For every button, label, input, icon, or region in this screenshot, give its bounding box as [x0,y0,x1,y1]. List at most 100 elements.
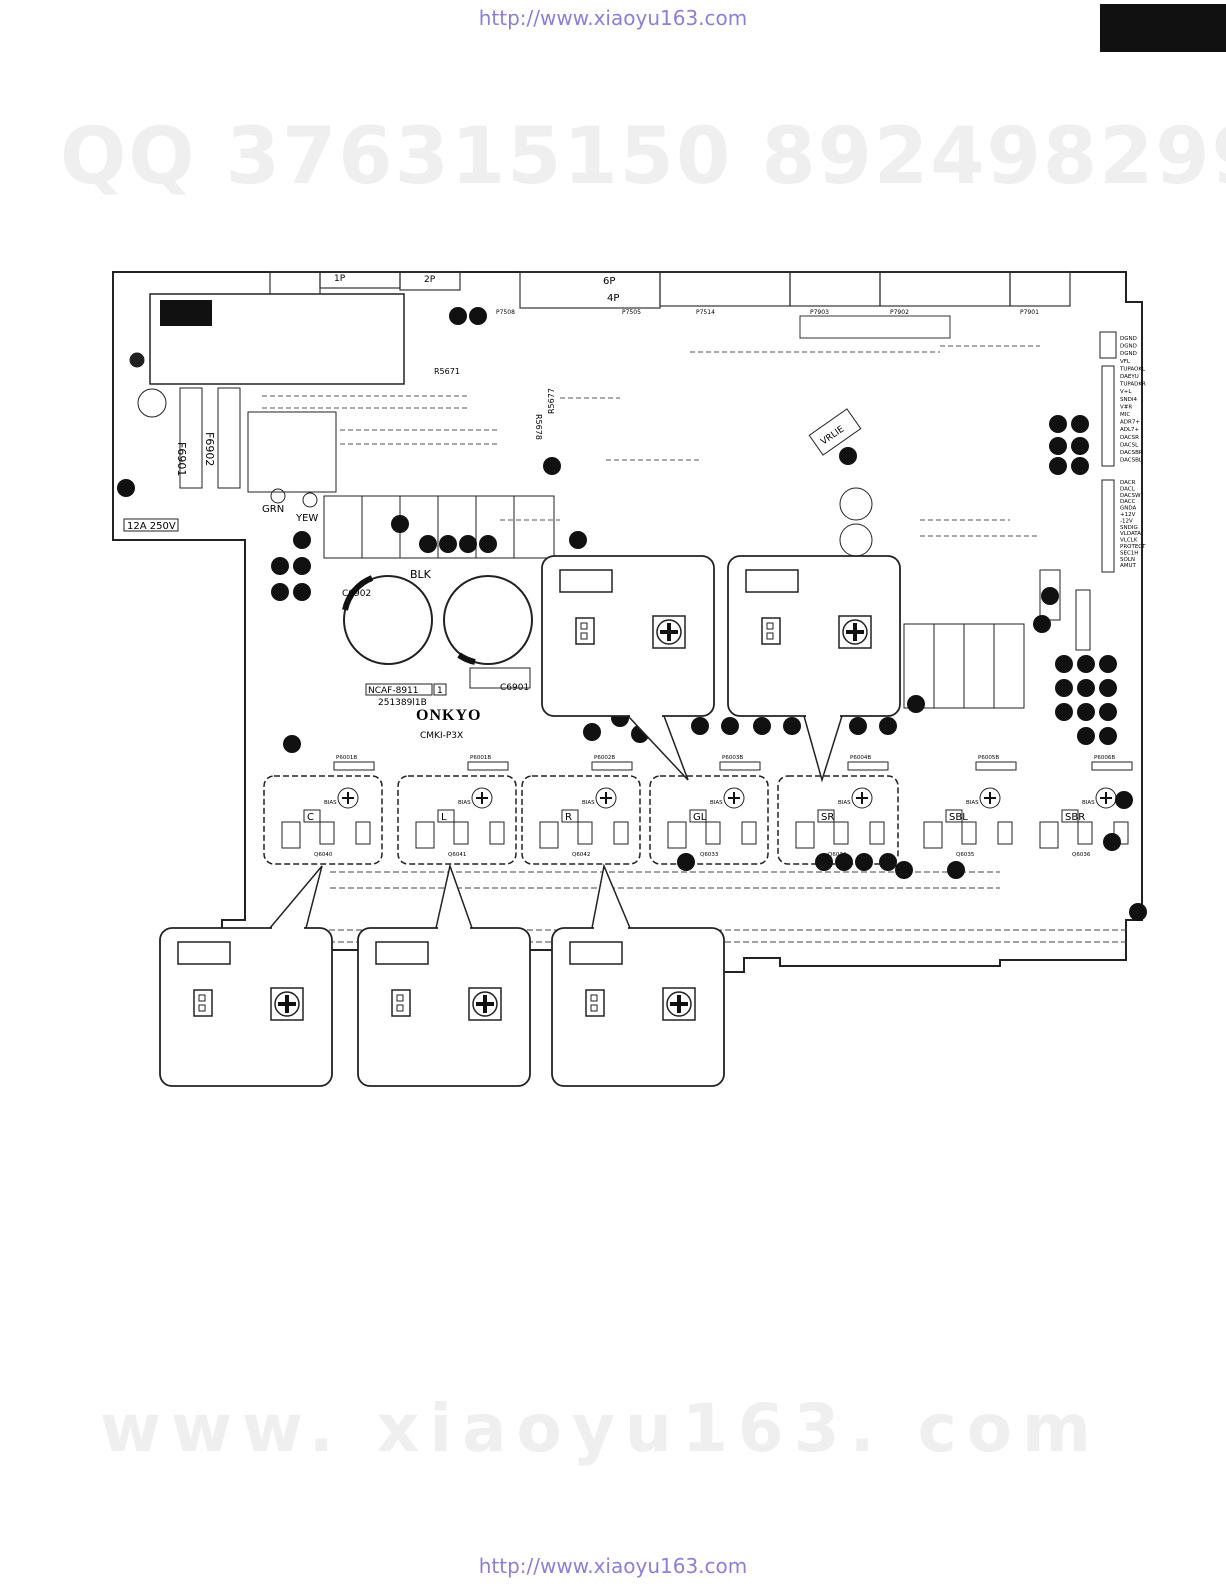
part-rev: 1 [437,686,443,696]
trimmer-icon [662,987,696,1021]
mounting-point [293,531,311,549]
mounting-point [479,535,497,553]
label-block [160,300,212,326]
mounting-point [895,861,913,879]
board-outline [112,271,1143,973]
header-pin-label: SNDI4 [1120,397,1137,403]
header-pin-label: VFL [1120,359,1131,365]
header-url[interactable]: http://www.xiaoyu163.com [478,6,748,30]
bias-label: BIAS [710,800,723,806]
header-pin-label: PROTECT [1120,544,1146,550]
mounting-point [783,717,801,735]
transistor-label: Q6042 [572,852,590,858]
board-id: CMKI-P3X [420,731,463,741]
connector-icon [585,989,605,1017]
resistor-r5677: R5677 [547,388,556,414]
mounting-point [1071,415,1089,433]
mounting-point [1071,437,1089,455]
callout-label-box [559,569,613,593]
connector-label-4p: 4P [607,293,619,304]
channel-label: L [441,812,447,823]
mounting-point [907,695,925,713]
bias-label: BIAS [1082,800,1095,806]
mounting-point [439,535,457,553]
callout-label-box [569,941,623,965]
wire-label-yew: YEW [295,513,318,524]
header-strip-2 [1101,479,1115,573]
header-pin-label: DACSW [1120,493,1141,499]
mounting-point [419,535,437,553]
header-pin-label: DACSR [1120,435,1139,441]
mounting-points [117,307,1147,921]
connector-p7505: P7505 [622,309,641,316]
channel-label: SBL [949,812,968,823]
header-pin-label: SNDIG [1120,525,1138,531]
header-strip-1 [1101,365,1115,467]
trimmer-icon [652,615,686,649]
site-watermark: www. xiaoyu163. com [100,1390,1101,1467]
channel-label: SR [821,812,834,823]
connector-p7903: P7903 [810,309,829,316]
mounting-point [1033,615,1051,633]
transistor-label: Q6034 [828,852,847,858]
header-pin-label: VLDATA [1120,531,1141,537]
bias-label: BIAS [324,800,337,806]
mounting-point [469,307,487,325]
mounting-point [1055,703,1073,721]
resistor-r5671: R5671 [434,367,460,376]
mounting-point [1077,655,1095,673]
module-part-label: P6002B [594,755,615,761]
callout-top-1 [541,555,715,781]
mounting-point [1099,703,1117,721]
header-pin-label: ADR7+ [1120,420,1140,426]
fuse-label-f6901: F6901 [175,442,188,476]
connector-p7901: P7901 [1020,309,1039,316]
header-pin-label: SEC1H [1120,550,1138,556]
header-pin-label: ADL7+ [1120,427,1140,433]
brand-logo: ONKYO [416,707,481,724]
mounting-point [117,479,135,497]
ic-label: VRLIE [819,424,846,447]
mounting-point [1103,833,1121,851]
mounting-point [569,531,587,549]
page-corner-tab [1100,4,1226,52]
callout-boxes [159,555,901,1087]
header-pin-labels-2: DACRDACLDACSWDACCGNDA+12V-12VSNDIGVLDATA… [1120,480,1146,569]
mounting-point [835,853,853,871]
mounting-point [543,457,561,475]
connector-icon [193,989,213,1017]
part-number: NCAF-8911 [368,686,419,696]
mounting-point [1049,415,1067,433]
transistor-label: Q6036 [1072,852,1091,858]
module-part-label: P6001B [336,755,357,761]
connector-p7514: P7514 [696,309,715,316]
mounting-point [1077,679,1095,697]
mounting-point [879,717,897,735]
resistor-r5678: R5678 [534,414,543,440]
header-pin-label: DACL [1120,486,1136,492]
connector-label-1p: 1P [334,274,346,284]
header-pin-label: MIC [1120,412,1130,418]
header-pin-label: DGND [1120,351,1137,357]
amplifier-channel-modules: P6001BCBIASQ6040P6001BLBIASQ6041P6002BRB… [263,755,1133,865]
channel-label: GL [693,812,707,823]
fuse-rating: 12A 250V [127,521,176,532]
mounting-point [1055,655,1073,673]
footer-url[interactable]: http://www.xiaoyu163.com [478,1554,748,1578]
connector-label-6p: 6P [603,276,615,287]
mounting-point [721,717,739,735]
mounting-point [849,717,867,735]
header-pin-label: V#R [1120,404,1132,410]
capacitor-c6901 [443,575,533,665]
bias-label: BIAS [966,800,979,806]
mounting-point [677,853,695,871]
mounting-point [1049,457,1067,475]
connector-icon [575,617,595,645]
module-part-label: P6006B [1094,755,1115,761]
bias-label: BIAS [838,800,851,806]
connector-icon [761,617,781,645]
header-pin-label: +12V [1120,512,1136,518]
